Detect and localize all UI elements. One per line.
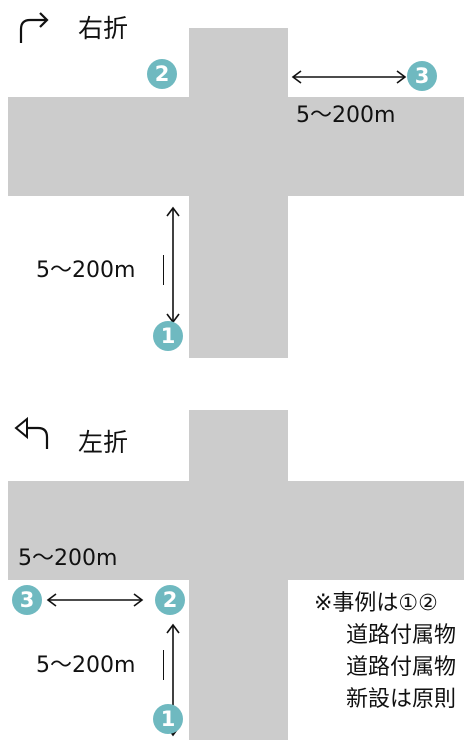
left-turn-title: 左折 <box>78 428 129 457</box>
distance-arrow-horizontal <box>46 593 144 607</box>
distance-arrow-vertical <box>166 206 180 324</box>
marker-three: 3 <box>12 585 42 615</box>
turn-left-arrow-icon <box>14 416 49 449</box>
distance-label-vertical: 5～200m <box>36 258 136 283</box>
distance-bracket-line <box>163 650 164 680</box>
marker-two: 2 <box>155 585 185 615</box>
marker-three: 3 <box>407 61 437 91</box>
distance-label-vertical: 5～200m <box>36 653 136 678</box>
note-line-1: ※事例は①② <box>314 591 438 616</box>
note-line-3: 道路付属物 <box>346 655 457 680</box>
distance-arrow-horizontal <box>291 70 407 84</box>
distance-label-horizontal: 5～200m <box>18 546 118 571</box>
right-turn-title: 右折 <box>78 14 129 43</box>
marker-two: 2 <box>147 59 177 89</box>
marker-one: 1 <box>153 321 183 351</box>
note-line-4: 新設は原則 <box>346 687 457 712</box>
road-horizontal <box>8 481 464 580</box>
road-horizontal <box>8 97 464 196</box>
turn-right-arrow-icon <box>19 12 49 43</box>
marker-one: 1 <box>153 704 183 734</box>
distance-bracket-line <box>163 255 164 285</box>
note-line-2: 道路付属物 <box>346 623 457 648</box>
distance-label-horizontal: 5～200m <box>296 103 396 128</box>
